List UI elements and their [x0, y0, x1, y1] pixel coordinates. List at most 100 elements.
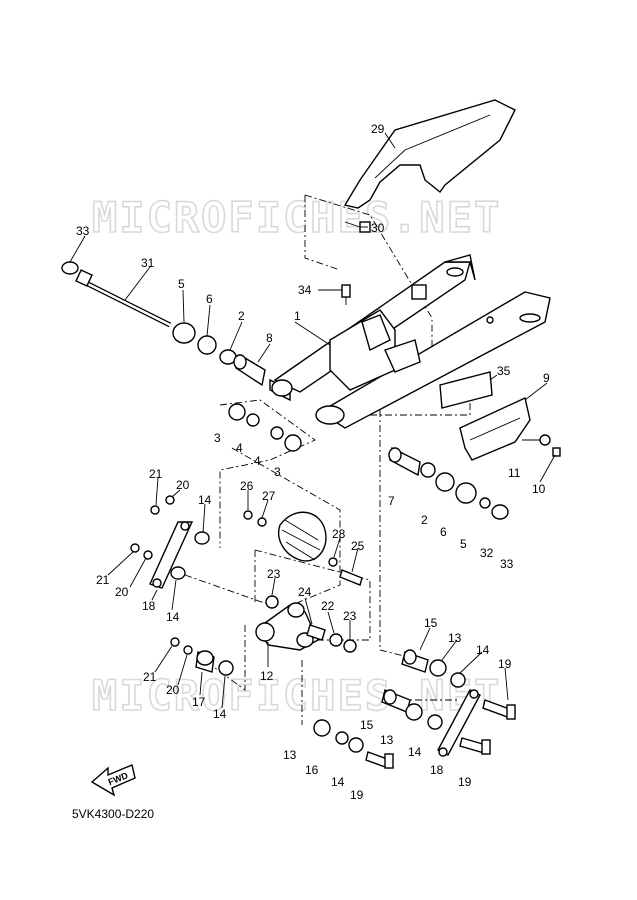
washer-20-a	[165, 495, 175, 505]
callout-11: 11	[508, 466, 521, 480]
callout-21: 21	[149, 467, 163, 481]
bearing-14-c	[218, 660, 234, 676]
callout-18: 18	[430, 763, 444, 777]
callout-4: 4	[236, 441, 243, 455]
callout-14: 14	[166, 610, 180, 624]
callout-14: 14	[408, 745, 422, 759]
callout-9: 9	[543, 371, 550, 385]
callout-19: 19	[498, 657, 512, 671]
collar-17	[195, 650, 215, 673]
bolt-10	[552, 447, 561, 457]
diagram-code: 5VK4300-D220	[72, 807, 154, 821]
nut-21-a	[150, 505, 160, 515]
nut-26	[243, 510, 253, 520]
callout-5: 5	[178, 277, 185, 291]
callout-13: 13	[380, 733, 394, 747]
seal-4-right	[270, 426, 284, 440]
callout-24: 24	[298, 585, 312, 599]
collar-5-top	[172, 322, 196, 344]
nut-32	[479, 497, 491, 509]
callout-27: 27	[262, 489, 276, 503]
callout-21: 21	[96, 573, 110, 587]
collar-5-right	[455, 482, 477, 504]
collar-15-a	[401, 649, 429, 673]
callout-14: 14	[331, 775, 345, 789]
bolt-25	[339, 569, 363, 586]
callout-13: 13	[283, 748, 297, 762]
pivot-tubes	[269, 378, 345, 425]
callout-7: 7	[388, 494, 395, 508]
bearing-14-a	[194, 531, 210, 545]
collar-24	[306, 624, 326, 641]
bolt-19-a	[482, 699, 516, 720]
watermark-bottom: MICROFICHES.NET	[92, 671, 501, 720]
bearing-14-f	[348, 737, 364, 753]
bearing-2-right	[420, 462, 436, 478]
callout-5: 5	[460, 537, 467, 551]
callout-21: 21	[143, 670, 157, 684]
callout-labels: 1 2 2 3 3 4 4 5 5 6 6 7 8 9 10 11 12 13 …	[76, 122, 550, 802]
seal-23-b	[343, 639, 357, 653]
bearing-14-b	[170, 566, 186, 580]
bearing-14-e	[427, 714, 443, 730]
seal-4-left	[246, 413, 260, 427]
callout-26: 26	[240, 479, 254, 493]
callout-23: 23	[343, 609, 357, 623]
oil-seal-6-right	[435, 472, 455, 492]
label-plate-35	[439, 371, 493, 409]
callout-16: 16	[305, 763, 319, 777]
collar-3-right	[284, 434, 302, 452]
callout-33: 33	[500, 557, 514, 571]
cap-33-right	[491, 504, 509, 520]
washer-28	[328, 557, 338, 567]
callout-32: 32	[480, 546, 494, 560]
callout-31: 31	[141, 256, 155, 270]
chain-puller	[459, 397, 531, 461]
callout-8: 8	[266, 331, 273, 345]
callout-3: 3	[274, 465, 281, 479]
swingarm	[273, 254, 551, 429]
bushing-7	[388, 446, 421, 477]
callout-15: 15	[424, 616, 438, 630]
callout-20: 20	[115, 585, 129, 599]
callout-28: 28	[332, 527, 346, 541]
callout-2: 2	[421, 513, 428, 527]
callout-34: 34	[298, 283, 312, 297]
washer-27	[257, 517, 267, 527]
callout-2: 2	[238, 309, 245, 323]
seal-16	[335, 731, 349, 745]
callout-6: 6	[206, 292, 213, 306]
callout-6: 6	[440, 525, 447, 539]
seal-13-c	[313, 719, 331, 737]
callout-35: 35	[497, 364, 511, 378]
seal-23-a	[265, 595, 279, 609]
connecting-rod-right	[437, 689, 481, 757]
rear-shock	[278, 511, 327, 562]
seal-13-a	[429, 659, 447, 677]
washer-20-c	[183, 645, 193, 655]
callout-1: 1	[294, 309, 301, 323]
callout-23: 23	[267, 567, 281, 581]
washer-20-b	[143, 550, 153, 560]
callout-30: 30	[371, 221, 385, 235]
chain-guard	[343, 99, 516, 209]
callout-3: 3	[214, 431, 221, 445]
bolt-19-b	[459, 737, 491, 755]
watermark-top: MICROFICHES.NET	[92, 193, 501, 242]
callout-17: 17	[192, 695, 206, 709]
forward-arrow: FWD	[90, 764, 136, 797]
nut-21-c	[170, 637, 180, 647]
oil-seal-6-top	[197, 335, 217, 355]
bearing-22	[329, 633, 343, 647]
pivot-shaft	[75, 269, 172, 328]
callout-19: 19	[458, 775, 472, 789]
connecting-rod-left	[149, 521, 194, 589]
bolt-19-c	[365, 751, 394, 769]
seal-13-b	[405, 703, 423, 721]
nut-11	[539, 434, 551, 446]
callout-12: 12	[260, 669, 274, 683]
callout-14: 14	[476, 643, 490, 657]
bushing-8	[233, 353, 266, 387]
